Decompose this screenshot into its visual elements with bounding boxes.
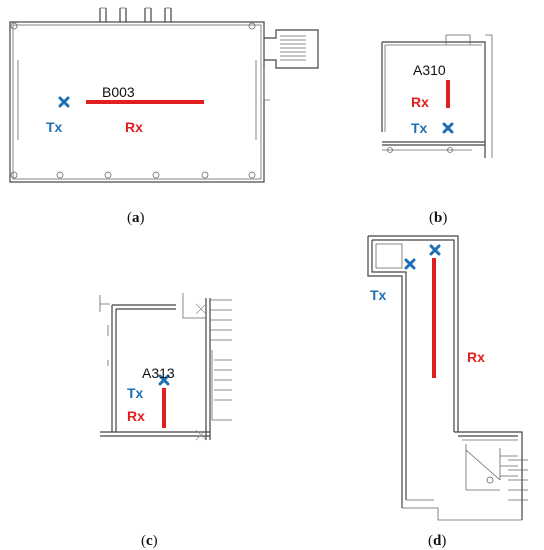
- panel-d: Tx Rx (d): [367, 235, 528, 549]
- rx-label-d: Rx: [467, 349, 485, 365]
- room-a310-bottom-wall: [382, 141, 485, 146]
- staircase-a: [263, 29, 319, 101]
- caption-b: (b): [429, 210, 447, 226]
- tx-label-c: Tx: [127, 385, 144, 401]
- tx-label-a: Tx: [46, 119, 63, 135]
- room-a313-top-wall: [112, 304, 176, 310]
- corridor-top-right-wall: [368, 235, 459, 432]
- room-label-b: A310: [413, 62, 446, 78]
- room-a313-bottom-wall: [100, 431, 210, 437]
- corridor-left-wall: [367, 236, 407, 508]
- room-label-a: B003: [102, 84, 135, 100]
- tx-label-d: Tx: [370, 287, 387, 303]
- rx-label-c: Rx: [127, 408, 145, 424]
- room-a313-left-wall: [111, 305, 117, 432]
- caption-c: (c): [141, 533, 158, 549]
- panel-a: B003 Tx Rx (a): [9, 7, 319, 226]
- rx-label-a: Rx: [125, 119, 143, 135]
- caption-a: (a): [127, 210, 145, 226]
- room-b003-inner-walls: [12, 24, 262, 180]
- rx-label-b: Rx: [411, 94, 429, 110]
- tx-marker-c-icon: [158, 374, 170, 386]
- alcove: [375, 243, 403, 269]
- tx-marker-a-icon: [58, 96, 70, 108]
- tx-marker-b-icon: [442, 122, 454, 134]
- caption-d: (d): [428, 533, 446, 549]
- column-markers: [10, 22, 256, 179]
- staircase-c: [195, 299, 232, 441]
- top-doors: [99, 7, 172, 22]
- staircase-d: [465, 448, 528, 501]
- tx-marker-d-icon: [404, 244, 441, 270]
- room-a310-top-wall: [382, 41, 486, 158]
- panel-c: A313 Tx Rx (c): [99, 293, 232, 549]
- tx-label-b: Tx: [411, 120, 428, 136]
- panel-b: A310 Rx Tx (b): [381, 34, 493, 226]
- room-b003-walls: [9, 21, 265, 183]
- room-label-c: A313: [142, 365, 175, 381]
- room-a313-right-wall: [205, 298, 211, 440]
